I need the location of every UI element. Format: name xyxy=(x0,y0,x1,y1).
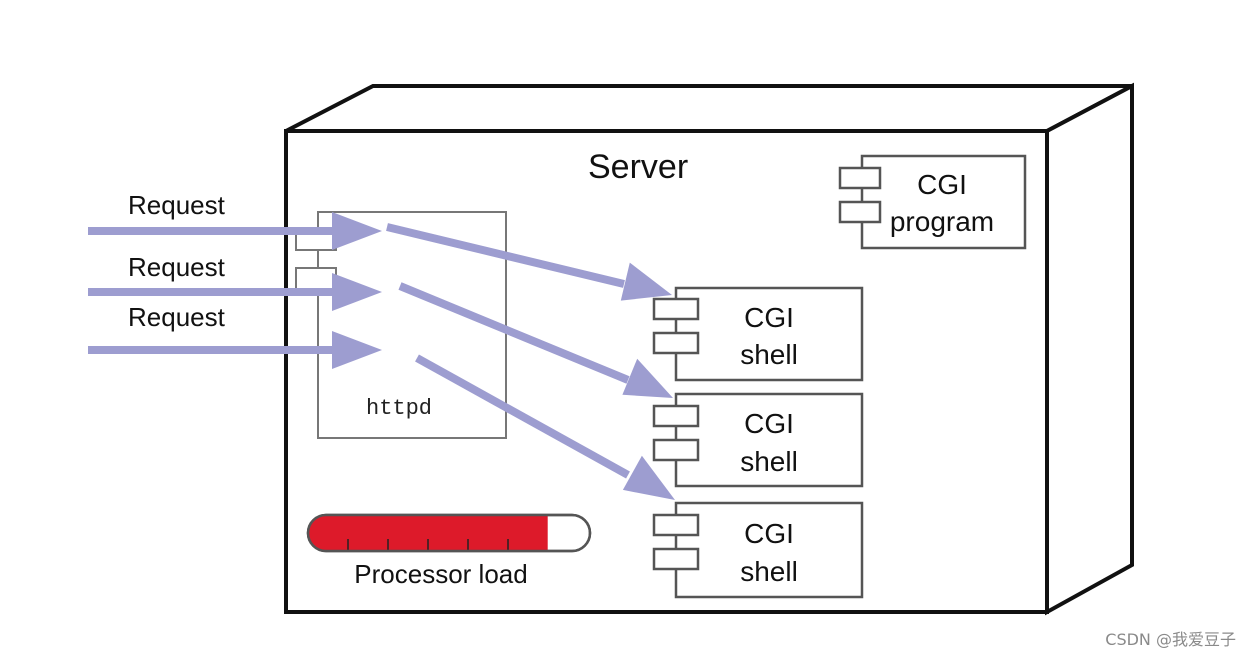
dispatch-arrow-3-shaft xyxy=(415,354,630,479)
processor-load-gauge: Processor load xyxy=(306,513,592,589)
cgi-shell-1-line1: CGI xyxy=(744,302,794,333)
cgi-shell-1-port-top xyxy=(652,297,700,321)
httpd-label: httpd xyxy=(366,396,432,421)
cgi-shell-component-1: CGI shell xyxy=(652,286,864,382)
cgi-shell-component-3: CGI shell xyxy=(652,501,864,599)
incoming-arrows xyxy=(88,212,382,369)
cgi-shell-2-line1: CGI xyxy=(744,408,794,439)
dispatch-arrow-2-shaft xyxy=(398,282,630,384)
cgi-shell-3-line2: shell xyxy=(740,556,798,587)
request-label-2: Request xyxy=(128,252,226,282)
httpd-port-bottom xyxy=(295,267,337,291)
dispatch-arrows xyxy=(386,223,675,500)
cgi-shell-2-line2: shell xyxy=(740,446,798,477)
dispatch-arrow-2-head xyxy=(622,358,673,398)
cgi-shell-component-2: CGI shell xyxy=(652,392,864,488)
cgi-shell-2-port-top xyxy=(652,404,700,428)
cgi-shell-3-port-top xyxy=(652,513,700,537)
request-label-3: Request xyxy=(128,302,226,332)
cgi-program-line2: program xyxy=(890,206,994,237)
server-box-top xyxy=(285,84,1133,133)
cgi-program-port-top xyxy=(838,166,882,190)
cgi-program-line1: CGI xyxy=(917,169,967,200)
cgi-program-port-bottom xyxy=(838,200,882,224)
watermark: CSDN @我爱豆子 xyxy=(1105,630,1236,649)
request-arrow-2-head xyxy=(332,273,382,311)
cgi-shell-1-port-bottom xyxy=(652,331,700,355)
request-arrow-1-head xyxy=(332,212,382,250)
dispatch-arrow-1-head xyxy=(620,262,672,301)
cgi-shell-1-line2: shell xyxy=(740,339,798,370)
processor-load-outline xyxy=(306,513,592,553)
request-arrow-3-head xyxy=(332,331,382,369)
dispatch-arrow-1-shaft xyxy=(386,223,625,288)
server-box-side xyxy=(1045,82,1134,616)
cgi-program-component: CGI program xyxy=(838,154,1027,250)
cgi-program-box xyxy=(860,154,1027,250)
dispatch-arrow-3-head xyxy=(622,455,675,500)
cgi-shell-2-port-bottom xyxy=(652,438,700,462)
server-title: Server xyxy=(588,148,688,186)
request-label-1: Request xyxy=(128,190,226,220)
cgi-shell-3-line1: CGI xyxy=(744,518,794,549)
cgi-shell-box-2 xyxy=(674,392,864,488)
processor-load-ticks xyxy=(347,539,509,551)
cgi-shell-3-port-bottom xyxy=(652,547,700,571)
processor-load-label: Processor load xyxy=(354,559,527,589)
cgi-shell-box-1 xyxy=(674,286,864,382)
